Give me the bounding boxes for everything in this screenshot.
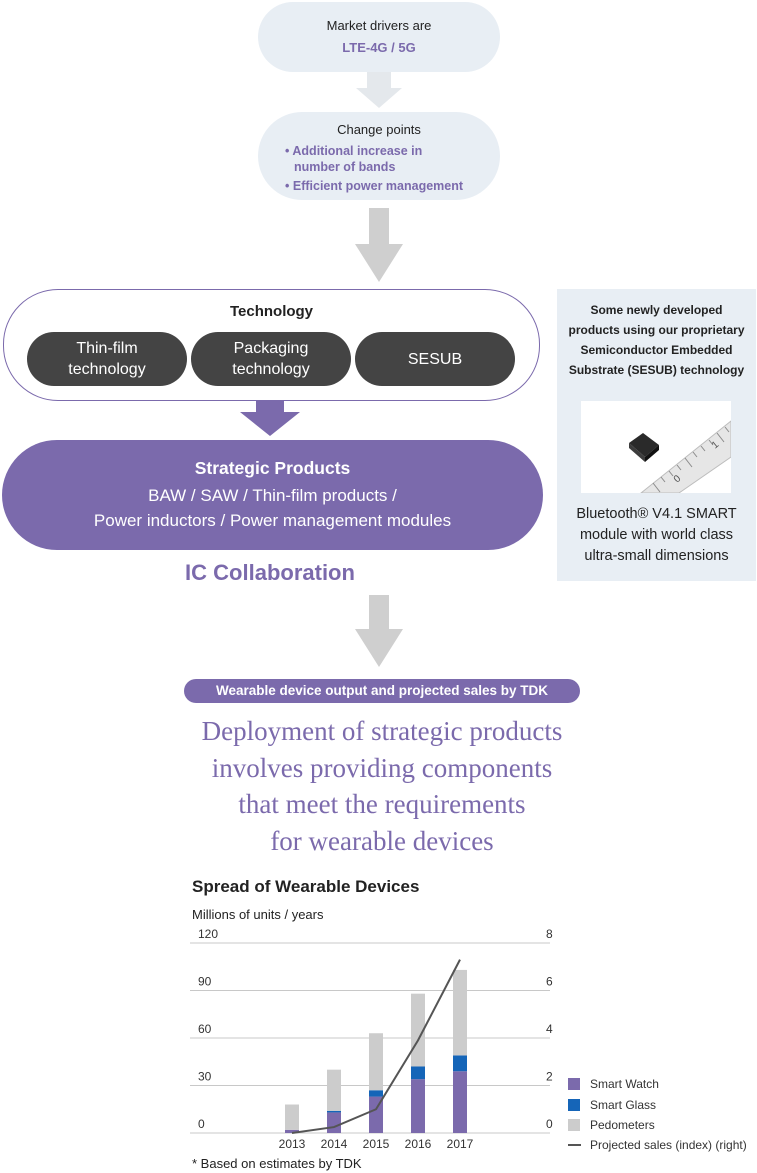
bullet-bands-cont: number of bands	[294, 160, 396, 174]
market-drivers-label: Market drivers are	[326, 18, 432, 33]
technology-title: Technology	[229, 303, 314, 320]
legend-swatch	[568, 1099, 580, 1111]
legend-label: Pedometers	[590, 1118, 655, 1132]
arrow-down-icon	[355, 595, 403, 667]
legend-swatch	[568, 1078, 580, 1090]
wearables-chart: 0 0 30 2 60 4 90 6 120 8 2013 2014 2015 2016 2017 Smart…	[190, 927, 747, 1152]
bar-pedometers	[411, 993, 425, 1067]
x-tick-label: 2013	[279, 1137, 306, 1151]
sidebar-heading: Some newly developed products using our …	[568, 303, 745, 377]
chart-note: * Based on estimates by TDK	[192, 1156, 362, 1171]
ruler-label-1: 1	[710, 439, 722, 451]
change-points-title: Change points	[337, 122, 421, 137]
chart-title: Spread of Wearable Devices	[192, 877, 420, 896]
x-tick-label: 2015	[363, 1137, 390, 1151]
module-photo: 0 1	[581, 401, 731, 493]
market-drivers-value: LTE-4G / 5G	[342, 40, 416, 55]
bullet-bands: • Additional increase in	[285, 144, 423, 158]
arrow-down-icon	[356, 72, 402, 108]
bar-pedometers	[285, 1104, 299, 1130]
arrow-down-icon	[355, 208, 403, 282]
chart-ylabel: Millions of units / years	[192, 907, 324, 922]
bar-pedometers	[453, 969, 467, 1056]
y2-tick-label: 4	[546, 1022, 553, 1036]
bullet-power: • Efficient power management	[285, 179, 464, 193]
arrow-down-icon	[240, 400, 300, 436]
market-drivers-box: Market drivers are LTE-4G / 5G	[258, 2, 500, 72]
bar-pedometers	[369, 1033, 383, 1091]
y-tick-label: 60	[198, 1022, 212, 1036]
change-points-box: Change points • Additional increase in n…	[258, 112, 500, 200]
x-tick-label: 2014	[321, 1137, 348, 1151]
ruler-label-0: 0	[672, 473, 684, 485]
y2-tick-label: 0	[546, 1117, 553, 1131]
x-tick-label: 2016	[405, 1137, 432, 1151]
bar-smart-watch	[453, 1071, 467, 1133]
legend-label: Smart Glass	[590, 1098, 656, 1112]
sesub-sidebar: Some newly developed products using our …	[557, 289, 756, 581]
wearable-headline: Deployment of strategic products involve…	[201, 716, 563, 856]
y-tick-label: 90	[198, 975, 212, 989]
bar-smart-watch	[327, 1112, 341, 1133]
bar-smart-glass	[327, 1110, 341, 1113]
projected-sales-line	[291, 959, 461, 1134]
legend-label: Smart Watch	[590, 1077, 659, 1091]
y-tick-label: 120	[198, 927, 218, 941]
strategic-line2: Power inductors / Power management modul…	[93, 511, 452, 530]
sidebar-caption: Bluetooth® V4.1 SMART module with world …	[576, 506, 737, 564]
strategic-products-box: Strategic Products BAW / SAW / Thin-film…	[2, 440, 543, 550]
bar-smart-glass	[369, 1090, 383, 1097]
strategic-title: Strategic Products	[194, 458, 351, 478]
bar-smart-watch	[369, 1096, 383, 1133]
bar-smart-watch	[411, 1079, 425, 1133]
y-tick-label: 0	[198, 1117, 205, 1131]
tech-sesub: SESUB	[355, 332, 515, 386]
x-tick-label: 2017	[447, 1137, 474, 1151]
strategic-line1: BAW / SAW / Thin-film products /	[148, 486, 397, 505]
bar-smart-watch	[285, 1129, 299, 1133]
y2-tick-label: 6	[546, 975, 553, 989]
bar-smart-glass	[411, 1066, 425, 1080]
legend-swatch	[568, 1119, 580, 1131]
y2-tick-label: 2	[546, 1070, 553, 1084]
legend-label: Projected sales (index) (right)	[590, 1138, 747, 1152]
y2-tick-label: 8	[546, 927, 553, 941]
wearable-badge: Wearable device output and projected sal…	[184, 679, 580, 703]
bar-pedometers	[327, 1069, 341, 1111]
bar-smart-glass	[453, 1055, 467, 1072]
ic-collaboration: IC Collaboration	[185, 560, 355, 585]
y-tick-label: 30	[198, 1070, 212, 1084]
